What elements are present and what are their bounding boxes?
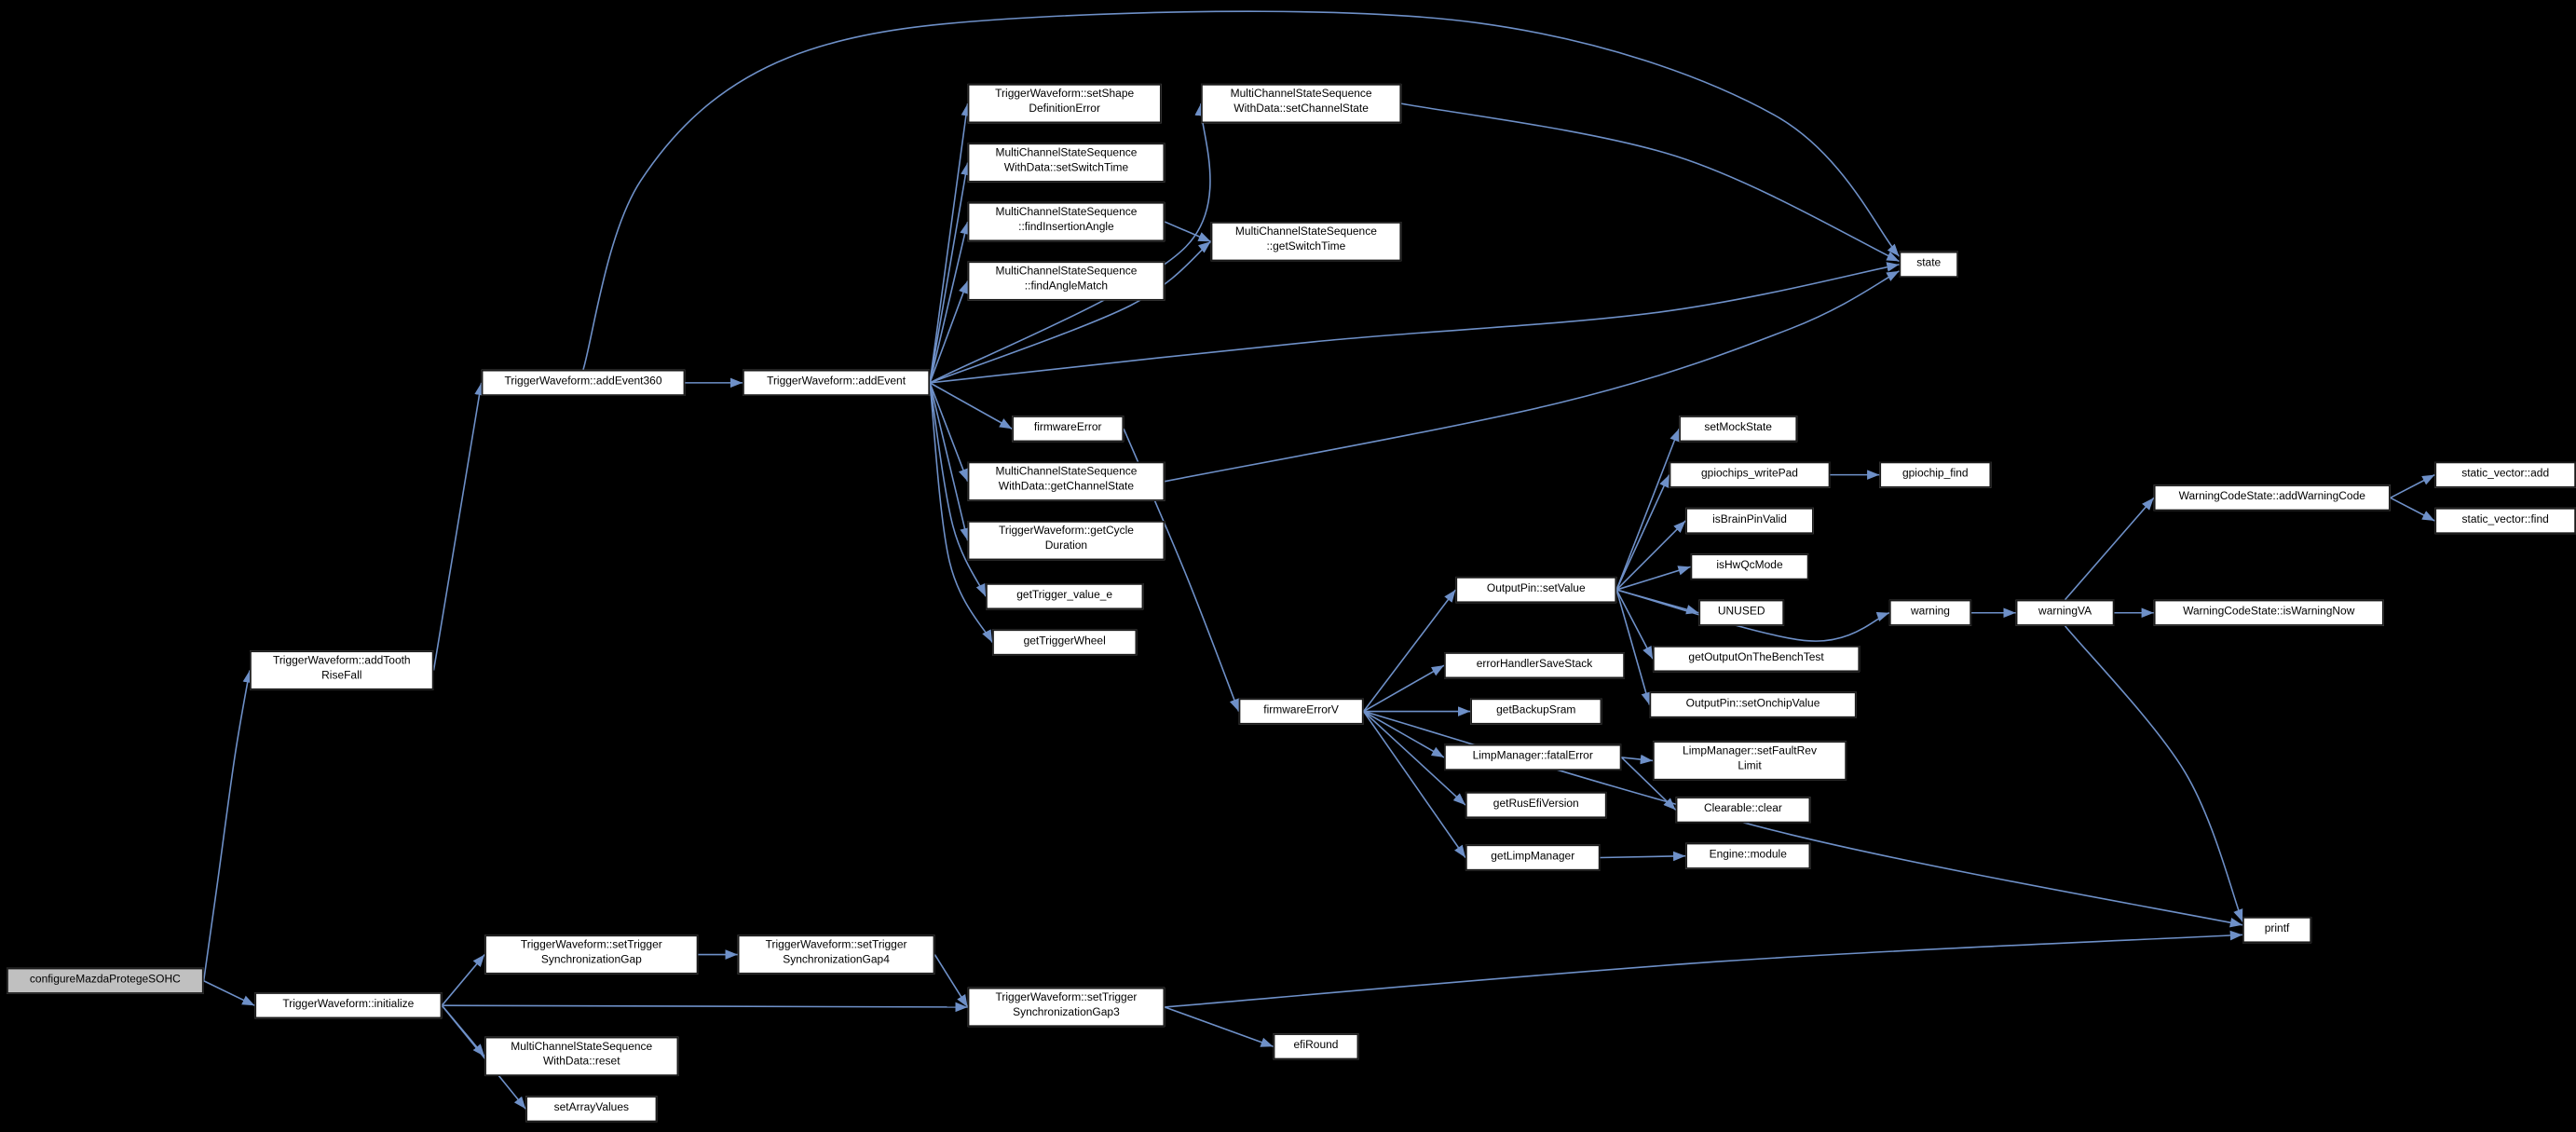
- node-addEvent[interactable]: TriggerWaveform::addEvent: [743, 369, 931, 396]
- edge-getChannelState-state: [1165, 270, 1900, 483]
- node-addWarningCode[interactable]: WarningCodeState::addWarningCode: [2153, 484, 2391, 511]
- edge-setValue-getOutputOnTheBenchTest: [1615, 589, 1654, 660]
- node-warning[interactable]: warning: [1888, 599, 1972, 626]
- edge-warningVA-addWarningCode: [2064, 497, 2155, 601]
- edge-initialize-setGap3: [442, 1002, 968, 1013]
- node-svAdd[interactable]: static_vector::add: [2434, 461, 2576, 488]
- edge-initialize-setGap: [441, 954, 485, 1006]
- edge-warningVA-printf: [2064, 625, 2243, 922]
- edge-firmwareErrorV-fatalError: [1363, 710, 1445, 758]
- edge-firmwareErrorV-printf: [1363, 710, 2243, 928]
- edge-setValue-isBrainPinValid: [1615, 520, 1686, 591]
- edge-addEvent-getSwitchTime: [929, 240, 1212, 384]
- node-setOnchipValue[interactable]: OutputPin::setOnchipValue: [1649, 691, 1857, 718]
- node-setGap3[interactable]: TriggerWaveform::setTrigger Synchronizat…: [967, 987, 1165, 1028]
- node-state[interactable]: state: [1899, 251, 1958, 279]
- edge-addEvent-getTriggerWheel: [929, 382, 993, 643]
- node-findAngleMatch[interactable]: MultiChannelStateSequence ::findAngleMat…: [967, 261, 1165, 301]
- edge-setGap3-efiRound: [1164, 1006, 1274, 1048]
- node-setShapeDefError[interactable]: TriggerWaveform::setShape DefinitionErro…: [967, 83, 1162, 124]
- edge-setValue-setOnchipValue: [1615, 589, 1651, 705]
- edge-addEvent-findAngleMatch: [929, 280, 969, 384]
- edge-setValue-warning: [1615, 589, 1890, 642]
- edge-setGap4-setGap3: [934, 954, 969, 1008]
- node-firmwareError[interactable]: firmwareError: [1012, 416, 1124, 443]
- node-setGap4[interactable]: TriggerWaveform::setTrigger Synchronizat…: [737, 934, 935, 975]
- edge-fatalError-setFaultRevLimit: [1621, 754, 1654, 765]
- edge-addWarningCode-svFind: [2390, 497, 2435, 522]
- edge-firmwareErrorV-errorHandlerSaveStack: [1363, 664, 1445, 713]
- node-setMockState[interactable]: setMockState: [1679, 416, 1798, 443]
- node-getRusEfiVersion[interactable]: getRusEfiVersion: [1465, 791, 1607, 819]
- edge-addEvent-state: [929, 262, 1900, 384]
- edge-initialize-setArrayValues: [441, 1004, 526, 1110]
- edge-addEvent-findInsertionAngle: [929, 221, 970, 384]
- edge-getLimpManager-module: [1600, 851, 1686, 862]
- edge-addEvent-setSwitchTime: [929, 162, 971, 384]
- edge-firmwareErrorV-setValue: [1362, 589, 1456, 713]
- edge-setGap3-printf: [1165, 930, 2243, 1008]
- edge-cfg-initialize: [203, 980, 255, 1006]
- node-findInsertionAngle[interactable]: MultiChannelStateSequence ::findInsertio…: [967, 201, 1165, 242]
- node-errorHandlerSaveStack[interactable]: errorHandlerSaveStack: [1444, 652, 1625, 679]
- node-printf[interactable]: printf: [2242, 916, 2312, 944]
- node-getChannelState[interactable]: MultiChannelStateSequence WithData::getC…: [967, 461, 1165, 501]
- node-isWarningNow[interactable]: WarningCodeState::isWarningNow: [2153, 599, 2384, 626]
- edge-addEvent-getChannelState: [929, 382, 969, 482]
- node-clear[interactable]: Clearable::clear: [1675, 797, 1811, 824]
- node-isBrainPinValid[interactable]: isBrainPinValid: [1685, 507, 1814, 535]
- edge-fatalError-clear: [1620, 757, 1677, 811]
- edge-addEvent-setShapeDefError: [929, 102, 972, 383]
- edge-firmwareErrorV-getLimpManager: [1362, 711, 1466, 858]
- node-setArrayValues[interactable]: setArrayValues: [525, 1096, 658, 1123]
- edge-addToothRiseFall-addEvent360: [432, 382, 484, 671]
- node-unused[interactable]: UNUSED: [1698, 599, 1785, 626]
- node-setSwitchTime[interactable]: MultiChannelStateSequence WithData::setS…: [967, 143, 1165, 183]
- edge-addEvent-getTriggerValueE: [929, 382, 987, 597]
- node-getTriggerWheel[interactable]: getTriggerWheel: [992, 629, 1138, 656]
- edge-setValue-isHwQcMode: [1615, 566, 1691, 591]
- node-getBackupSram[interactable]: getBackupSram: [1470, 698, 1602, 725]
- node-firmwareErrorV[interactable]: firmwareErrorV: [1238, 698, 1364, 725]
- node-getTriggerValueE[interactable]: getTrigger_value_e: [986, 583, 1144, 610]
- edge-addEvent-firmwareError: [929, 382, 1013, 430]
- node-initialize[interactable]: TriggerWaveform::initialize: [254, 992, 443, 1019]
- edge-addEvent-setChannelState: [929, 103, 1211, 384]
- edge-setValue-setMockState: [1615, 428, 1680, 591]
- node-reset[interactable]: MultiChannelStateSequence WithData::rese…: [484, 1036, 679, 1077]
- node-fatalError[interactable]: LimpManager::fatalError: [1444, 743, 1622, 771]
- node-addEvent360[interactable]: TriggerWaveform::addEvent360: [481, 369, 686, 396]
- node-getOutputOnTheBenchTest[interactable]: getOutputOnTheBenchTest: [1652, 646, 1860, 673]
- edge-setChannelState-state: [1401, 102, 1900, 263]
- edge-addWarningCode-svAdd: [2390, 473, 2435, 499]
- edge-cfg-addToothRiseFall: [202, 670, 252, 981]
- node-getCycleDuration[interactable]: TriggerWaveform::getCycle Duration: [967, 520, 1165, 561]
- node-addToothRiseFall[interactable]: TriggerWaveform::addTooth RiseFall: [250, 650, 434, 690]
- node-gpiochipsWritePad[interactable]: gpiochips_writePad: [1669, 461, 1831, 488]
- node-getLimpManager[interactable]: getLimpManager: [1465, 844, 1601, 871]
- node-cfg[interactable]: configureMazdaProtegeSOHC: [7, 967, 204, 994]
- node-setValue[interactable]: OutputPin::setValue: [1455, 576, 1617, 604]
- edge-addEvent-getCycleDuration: [929, 382, 970, 541]
- node-warningVA[interactable]: warningVA: [2015, 599, 2115, 626]
- edge-firmwareErrorV-getRusEfiVersion: [1363, 710, 1466, 806]
- node-setChannelState[interactable]: MultiChannelStateSequence WithData::setC…: [1201, 83, 1402, 124]
- edge-setValue-gpiochipsWritePad: [1615, 474, 1670, 591]
- node-gpiochipFind[interactable]: gpiochip_find: [1879, 461, 1992, 488]
- node-setGap[interactable]: TriggerWaveform::setTrigger Synchronizat…: [484, 934, 699, 975]
- node-getSwitchTime[interactable]: MultiChannelStateSequence ::getSwitchTim…: [1210, 222, 1402, 262]
- node-svFind[interactable]: static_vector::find: [2434, 507, 2576, 535]
- edge-addEvent360-state: [582, 10, 1901, 370]
- node-isHwQcMode[interactable]: isHwQcMode: [1690, 553, 1809, 580]
- edge-findInsertionAngle-getSwitchTime: [1164, 221, 1211, 242]
- node-efiRound[interactable]: efiRound: [1273, 1033, 1359, 1060]
- node-setFaultRevLimit[interactable]: LimpManager::setFaultRev Limit: [1652, 741, 1847, 781]
- node-module[interactable]: Engine::module: [1685, 842, 1811, 869]
